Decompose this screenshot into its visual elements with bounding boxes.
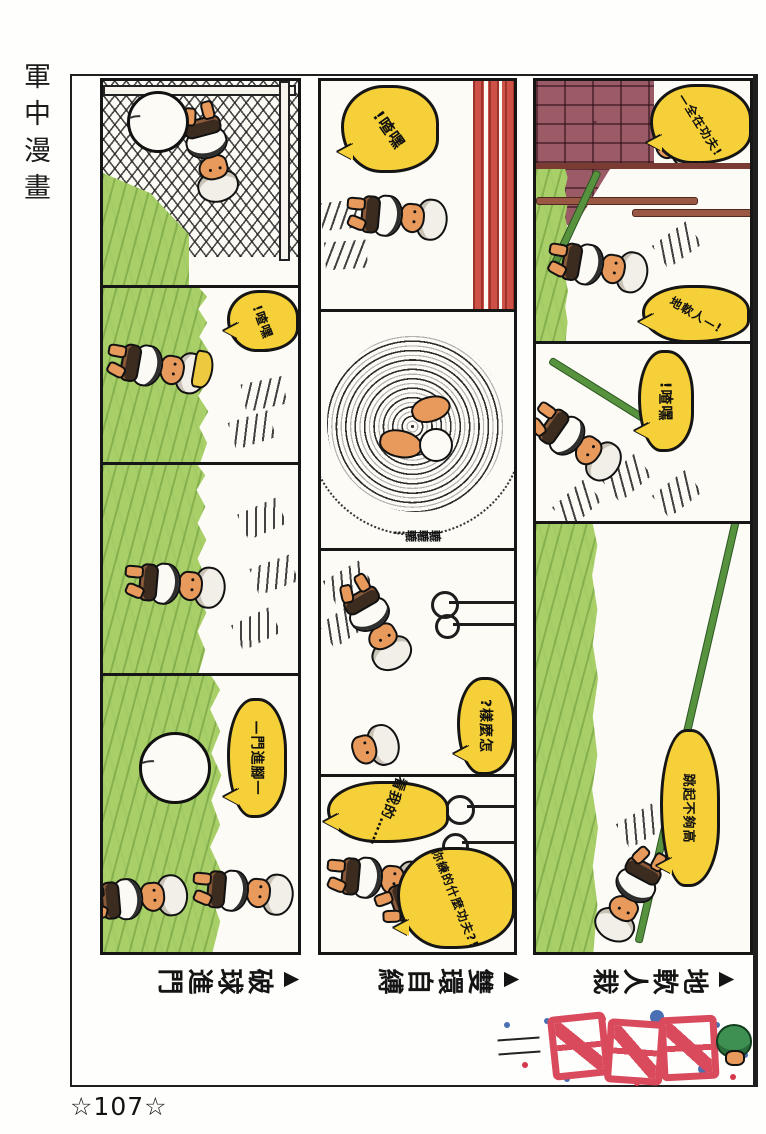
caption-text: 雙環自縛: [374, 964, 494, 994]
caption-middle-strip: ▲雙環自縛: [368, 952, 533, 1006]
panel-middle-2: 轆轆轆…: [321, 312, 514, 551]
bamboo-pole: [536, 197, 698, 205]
speech-bubble: !喳嘿: [227, 290, 298, 352]
speech-bubble: !喳嘿: [341, 85, 439, 173]
speech-bubble: 你練的什麼功夫?!: [397, 847, 514, 950]
logo-glyph: [658, 1014, 720, 1082]
soldier-runner: [123, 548, 228, 618]
speech-bubble: —全在功夫!: [650, 84, 750, 163]
brick-wall: [536, 81, 654, 163]
ring-rope: [453, 623, 514, 626]
panel-middle-3: ?樣麼怎: [321, 551, 514, 777]
page-frame: [70, 74, 758, 1087]
panel-right-2: 地軟人—!: [536, 169, 750, 344]
bamboo-pole: [632, 209, 750, 217]
motion-lines: [237, 497, 287, 541]
goal-post-bar: [279, 81, 290, 261]
mascot-helmet-head: [716, 1024, 752, 1066]
soldier-figure: [103, 861, 191, 931]
soccer-ball: [139, 732, 211, 804]
motion-lines: [651, 221, 703, 269]
comic-strip-middle: !喳嘿 轆轆轆… ?樣麼怎 看我的……: [318, 78, 517, 955]
panel-left-3: [103, 465, 298, 676]
caption-text: 破球進門: [154, 964, 274, 994]
soccer-ball: [127, 91, 189, 153]
grass-bank: [536, 524, 599, 952]
speech-bubble: !喳嘿: [638, 350, 694, 452]
leg: [124, 564, 145, 579]
motion-lines: [230, 607, 282, 651]
caption-left-strip: ▲破球進門: [148, 952, 313, 1006]
logo-glyph: [603, 1018, 667, 1086]
gym-ring: [445, 795, 475, 825]
leg: [346, 196, 367, 211]
speech-bubble: ?樣麼怎: [457, 677, 514, 774]
comic-strip-left: !喳嘿 —門進腳一: [100, 78, 301, 955]
caption-marker: ▲: [709, 964, 742, 994]
caption-marker: ▲: [274, 964, 307, 994]
caption-text: 地軟人栽: [589, 964, 709, 994]
panel-left-1: [103, 81, 298, 288]
wooden-frame: [473, 81, 514, 309]
magazine-margin-title: 軍中漫畫: [20, 62, 50, 210]
ring-rope: [462, 841, 514, 844]
ring-rope: [467, 805, 514, 808]
splatter-dots: [504, 1022, 510, 1028]
panel-right-4: 跳起不夠高: [536, 524, 750, 952]
logo-scribble: [497, 1036, 541, 1056]
panel-left-2: !喳嘿: [103, 288, 298, 465]
logo-glyph: [546, 1011, 612, 1081]
grass-patch: [103, 465, 207, 673]
series-logo-artwork: [492, 1006, 752, 1086]
motion-lines: [227, 410, 277, 450]
soldier-head: [321, 709, 406, 774]
flailing-limb: [407, 390, 455, 428]
goal-post-bar: [103, 85, 296, 96]
comic-strip-right: —全在功夫! 地軟人—! !喳嘿 跳起不夠高: [533, 78, 753, 955]
dotted-trail: [321, 448, 514, 536]
speech-bubble: 跳起不夠高: [660, 729, 720, 887]
speech-bubble: 看我的……: [327, 777, 449, 849]
leg: [326, 858, 347, 873]
page-number: ☆107☆: [70, 1092, 168, 1121]
soldier-figure: [191, 855, 296, 925]
leg: [338, 583, 356, 605]
caption-right-strip: ▲地軟人栽: [583, 952, 748, 1006]
spin-sfx: 轆轆轆…: [393, 528, 442, 543]
motion-lines: [324, 239, 368, 271]
panel-right-1: —全在功夫!: [536, 81, 750, 169]
panel-middle-1: !喳嘿: [321, 81, 514, 312]
soldier-runner: [345, 180, 450, 250]
panel-right-3: !喳嘿: [536, 344, 750, 524]
panel-middle-4: 看我的…… 你練的什麼功夫?!: [321, 777, 514, 952]
speech-bubble: 地軟人—!: [642, 285, 750, 341]
caption-marker: ▲: [494, 964, 527, 994]
gym-ring: [435, 614, 460, 639]
panel-left-4: —門進腳一: [103, 676, 298, 952]
motion-lines: [240, 375, 288, 413]
soldier-hanging: [327, 568, 429, 682]
speech-bubble: —門進腳一: [227, 698, 287, 818]
ring-rope: [449, 601, 514, 604]
motion-lines: [249, 554, 298, 596]
leg: [192, 871, 213, 886]
motion-lines: [651, 470, 703, 518]
